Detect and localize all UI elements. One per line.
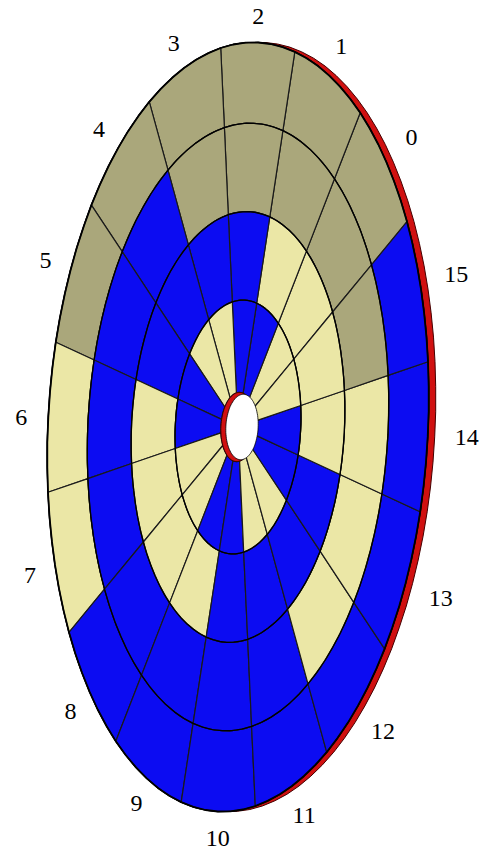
disk-rim [54,43,435,812]
code-segment [253,359,301,421]
sector-number: 2 [252,4,264,28]
sector-number: 5 [39,248,51,272]
sector-number: 4 [93,117,105,141]
code-segment [193,637,252,731]
sector-number: 1 [335,34,347,58]
hub-hole [226,394,258,459]
code-segment [228,212,269,304]
ring-outline [47,43,428,812]
code-segment [294,312,345,406]
code-segment [224,123,283,217]
ring-outline [175,300,301,554]
sector-number: 6 [15,405,27,429]
sector-number: 7 [24,563,36,587]
ring-outline [131,212,345,643]
sector-number: 13 [429,586,453,610]
sector-number: 10 [206,826,230,850]
code-segment [340,375,389,494]
sector-number: 12 [371,719,395,743]
sector-number: 11 [293,803,316,827]
code-segment [87,360,136,479]
sector-number: 0 [406,125,418,149]
code-segment [206,551,248,643]
sector-number: 9 [130,791,142,815]
disk-face [47,43,428,812]
sector-number: 15 [444,262,468,286]
code-segment [221,43,295,131]
sector-number: 8 [64,699,76,723]
sector-number: 14 [455,425,479,449]
code-segment [181,723,255,811]
sector-number: 3 [168,31,180,55]
ring-outline [87,123,388,730]
